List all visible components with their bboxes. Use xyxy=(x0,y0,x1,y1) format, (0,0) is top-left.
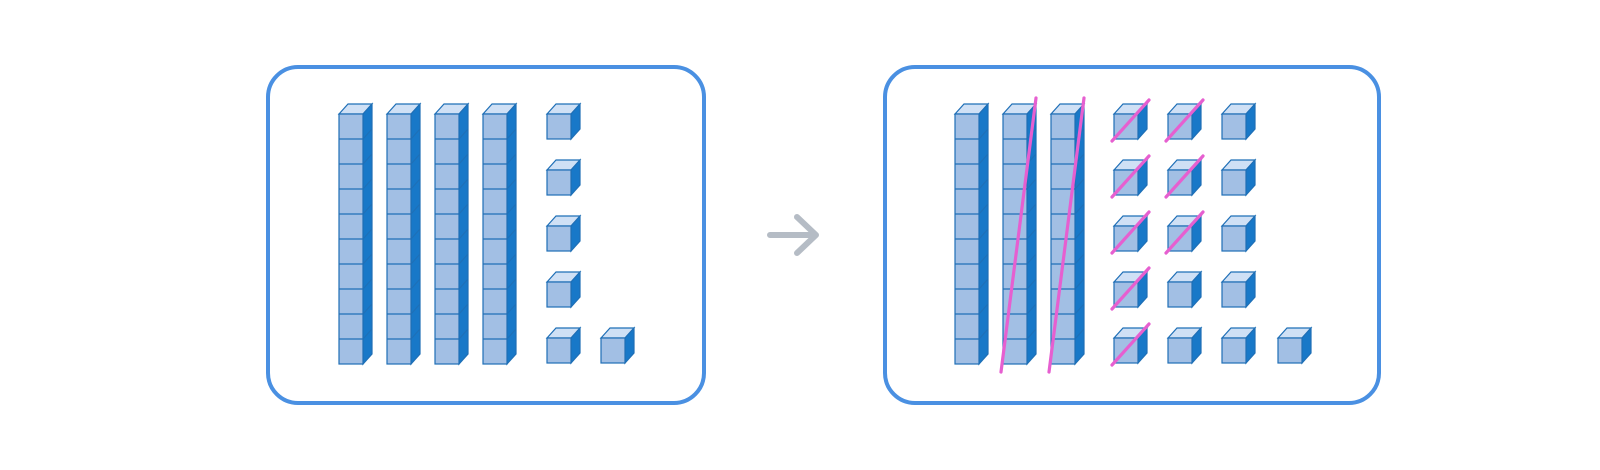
cube-cross-out xyxy=(1164,98,1205,143)
ones-cube xyxy=(1166,102,1203,141)
right-arrow-icon xyxy=(767,214,819,256)
cube-cross-out xyxy=(1164,154,1205,199)
rod-cross-out xyxy=(1047,96,1086,374)
ones-cube xyxy=(545,214,582,253)
tens-rod xyxy=(481,102,518,366)
after-blocks xyxy=(953,102,1313,366)
before-blocks xyxy=(337,102,636,366)
ones-cube xyxy=(1166,270,1203,309)
cube-cross-out xyxy=(1110,98,1151,143)
ones-cube xyxy=(1220,102,1257,141)
cube-cross-out xyxy=(1164,210,1205,255)
ones-cube xyxy=(545,102,582,141)
ones-cube xyxy=(1220,214,1257,253)
ones-cube xyxy=(1220,326,1257,365)
tens-rod xyxy=(1001,102,1038,366)
ones-cube xyxy=(545,326,582,365)
cube-cross-out xyxy=(1110,210,1151,255)
ones-cube xyxy=(1166,326,1203,365)
ones-cube xyxy=(599,326,636,365)
tens-rod xyxy=(433,102,470,366)
ones-cube xyxy=(1220,270,1257,309)
rod-cross-out xyxy=(999,96,1038,374)
ones-cube xyxy=(545,270,582,309)
ones-cube xyxy=(1276,326,1313,365)
cube-cross-out xyxy=(1110,266,1151,311)
cross-out-marks xyxy=(999,96,1205,374)
cube-cross-out xyxy=(1110,322,1151,367)
tens-rod xyxy=(337,102,374,366)
ones-cube xyxy=(1220,158,1257,197)
after-panel xyxy=(883,65,1381,405)
cube-cross-out xyxy=(1110,154,1151,199)
before-panel xyxy=(266,65,706,405)
ones-cube xyxy=(545,158,582,197)
tens-rod xyxy=(953,102,990,366)
tens-rod xyxy=(385,102,422,366)
